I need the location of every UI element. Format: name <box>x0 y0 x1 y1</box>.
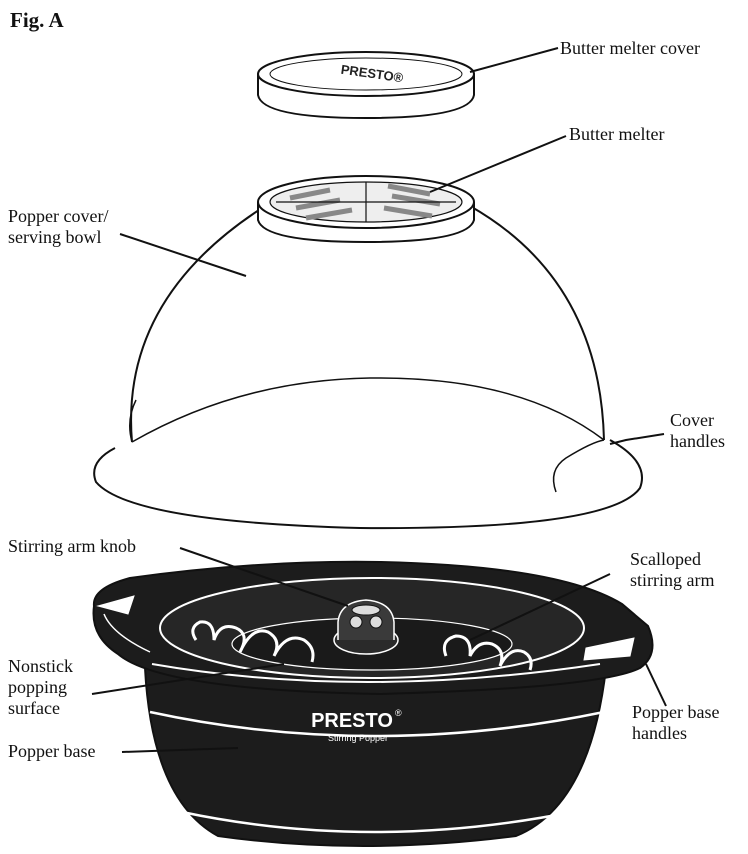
butter-melter-part <box>257 175 475 244</box>
leader-stirring-arm-knob <box>179 547 349 607</box>
base-logo-text: PRESTO <box>311 710 393 732</box>
label-butter-melter-cover: Butter melter cover <box>560 38 700 58</box>
butter-melter-cover-part: PRESTO® <box>257 51 475 120</box>
label-butter-melter: Butter melter <box>569 124 665 144</box>
label-nonstick-surface: Nonstick popping surface <box>8 656 73 718</box>
leader-butter-melter-cover <box>469 47 559 73</box>
leader-cover-handles <box>609 433 665 445</box>
popper-cover-part <box>93 204 643 530</box>
label-popper-base-handles: Popper base handles <box>632 702 720 743</box>
label-cover-handles: Cover handles <box>670 410 725 451</box>
label-stirring-arm-knob: Stirring arm knob <box>8 536 136 556</box>
leader-butter-melter <box>429 135 567 193</box>
leader-nonstick-surface <box>91 663 285 695</box>
base-logo-mark: ® <box>395 708 402 718</box>
leader-popper-base <box>121 747 239 753</box>
figure-title: Fig. A <box>10 8 64 32</box>
leader-scalloped-arm <box>469 573 611 641</box>
leader-base-handles <box>645 663 667 707</box>
leader-popper-cover <box>119 233 247 277</box>
label-popper-base: Popper base <box>8 741 96 761</box>
leader-lines <box>91 47 667 753</box>
label-popper-cover: Popper cover/ serving bowl <box>8 206 109 247</box>
popper-base-part: PRESTO ® Stirring Popper <box>92 560 654 847</box>
label-scalloped-stirring-arm: Scalloped stirring arm <box>630 549 715 590</box>
base-sublabel-text: Stirring Popper <box>328 733 388 743</box>
